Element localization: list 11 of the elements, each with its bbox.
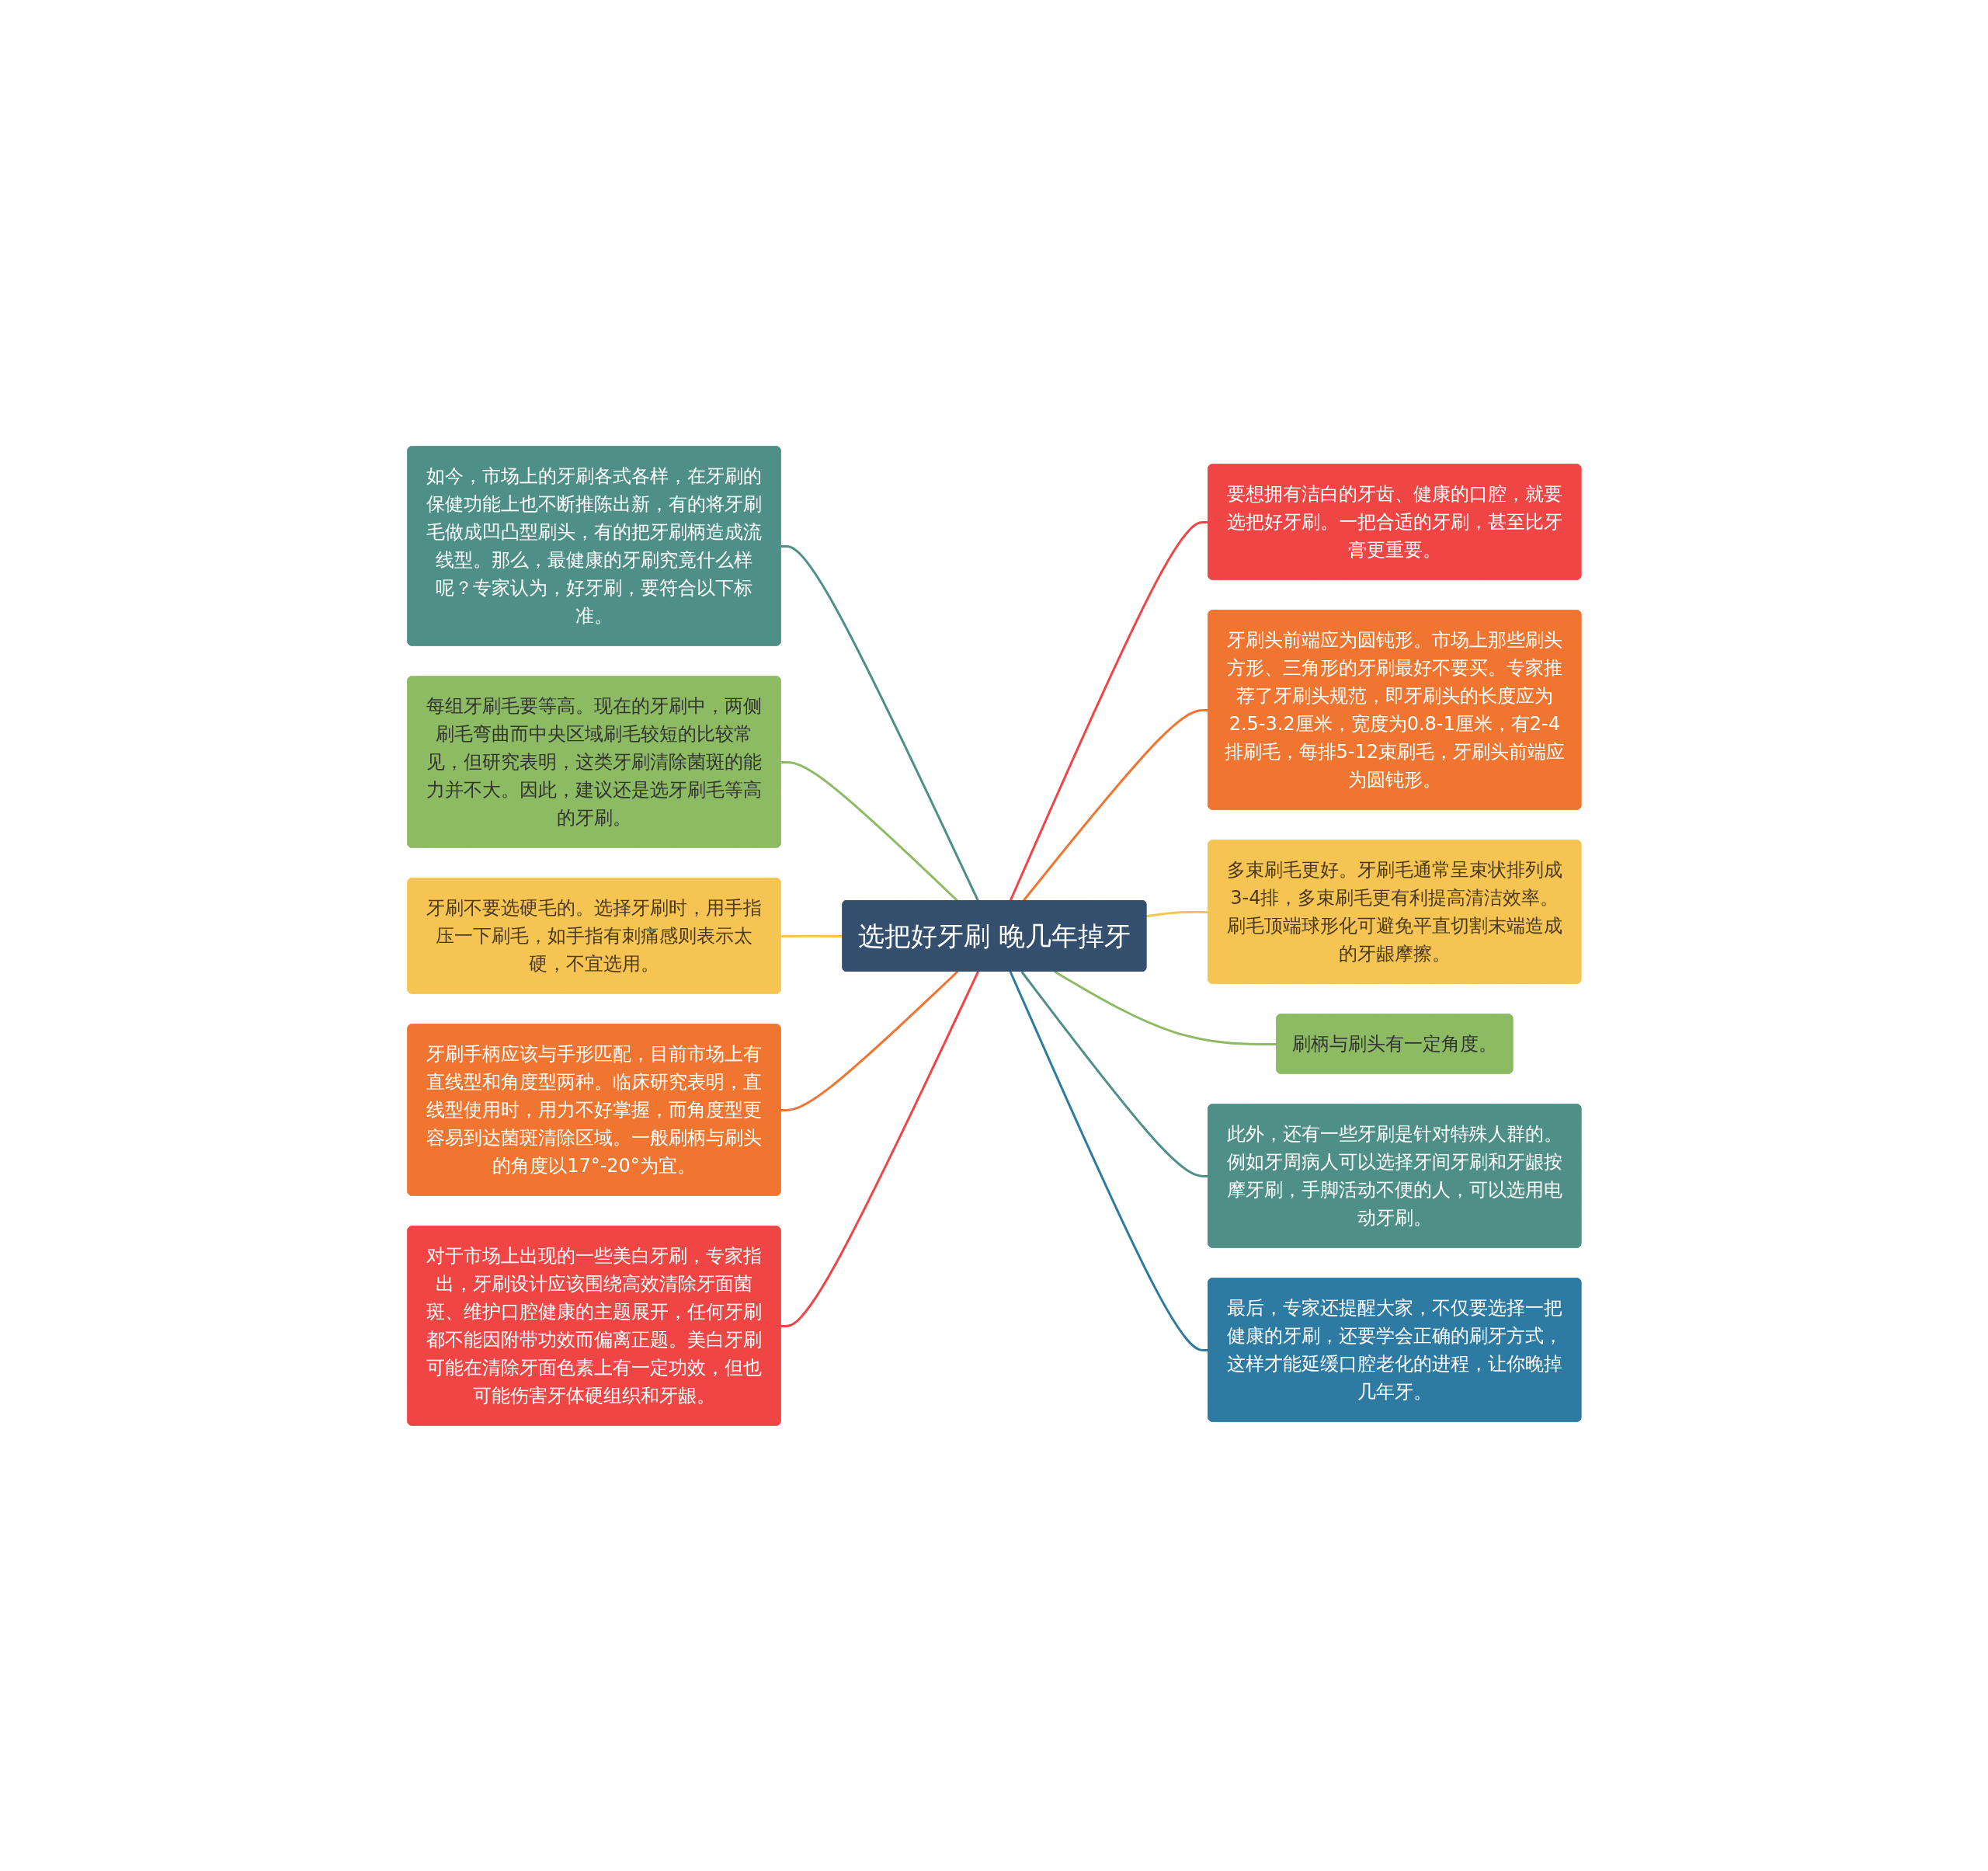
connector xyxy=(1009,970,1208,1351)
connector xyxy=(1145,910,1208,917)
connector xyxy=(780,934,843,937)
connector xyxy=(780,970,979,1327)
connector xyxy=(1009,520,1208,902)
connector xyxy=(1022,708,1208,902)
connector xyxy=(1020,970,1208,1177)
connector xyxy=(780,544,979,902)
connector xyxy=(1053,970,1277,1045)
connector xyxy=(780,970,958,1111)
connector xyxy=(780,760,958,902)
